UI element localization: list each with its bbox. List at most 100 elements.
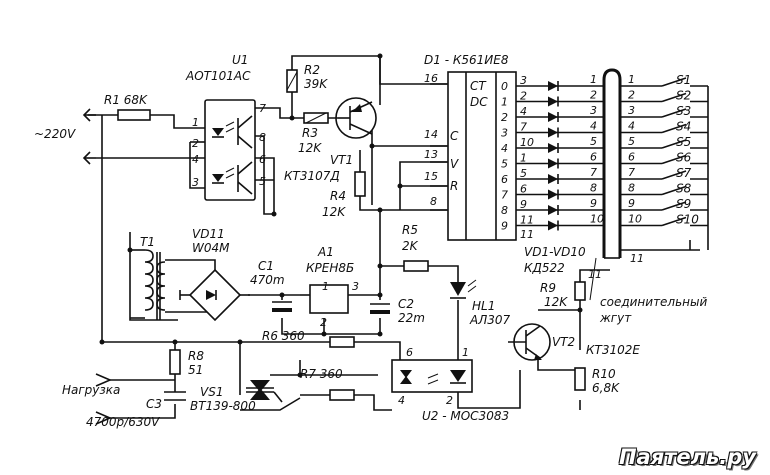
label-c3-val: 4700p/630V xyxy=(86,415,160,429)
capacitor-c2 xyxy=(370,303,390,314)
label-r9-ref: R9 xyxy=(540,281,556,295)
d1-out-6: 6 xyxy=(501,173,508,186)
resistor-r5 xyxy=(403,260,429,272)
u2-pin-2: 2 xyxy=(446,394,453,407)
u1-pin-3: 3 xyxy=(192,176,199,189)
harness-wire-10: 10 xyxy=(590,213,604,226)
resistor-r3 xyxy=(303,112,329,124)
label-r6: R6 360 xyxy=(262,329,305,343)
harness-wire-2: 2 xyxy=(590,89,597,102)
label-u2: U2 - МОС3083 xyxy=(422,409,509,423)
d1-out-pin-2: 4 xyxy=(520,105,527,118)
label-vt1-ref: VT1 xyxy=(330,153,353,167)
switch-wire-num-2: 2 xyxy=(628,89,635,102)
label-r8-ref: R8 xyxy=(188,349,204,363)
label-d1-v: V xyxy=(450,157,459,171)
label-d1-r: R xyxy=(450,179,458,193)
capacitor-c3 xyxy=(164,391,186,401)
label-r3-ref: R3 xyxy=(302,126,318,140)
label-c2-ref: C2 xyxy=(398,297,414,311)
switch-label-3: S3 xyxy=(676,104,691,118)
diode-2 xyxy=(548,96,558,107)
switch-wire-num-4: 4 xyxy=(628,120,635,133)
triac-vs1 xyxy=(246,380,283,403)
switch-wire-num-6: 6 xyxy=(628,151,635,164)
switch-label-1: S1 xyxy=(676,73,691,87)
label-r4-ref: R4 xyxy=(330,189,346,203)
u2-pin-1: 1 xyxy=(462,346,469,359)
label-harness-2: жгут xyxy=(599,311,632,325)
harness-wire-7: 7 xyxy=(590,166,597,179)
d1-out-5: 5 xyxy=(501,158,508,171)
label-vt1-type: КТ3107Д xyxy=(284,169,340,183)
a1-pin-1: 1 xyxy=(322,280,329,293)
switch-wire-num-1: 1 xyxy=(628,73,635,86)
diode-7 xyxy=(548,174,558,184)
switch-wire-num-5: 5 xyxy=(628,135,635,148)
resistor-r10 xyxy=(574,367,586,391)
d1-out-pin-5: 1 xyxy=(520,152,527,165)
component-labels: U1 АОТ101АС R1 68K R2 39K R3 12K VT1 КТ3… xyxy=(34,53,707,429)
label-a1-ref: A1 xyxy=(317,245,334,259)
label-a1-type: КРЕН8Б xyxy=(306,261,354,275)
u2-pin-6: 6 xyxy=(406,346,413,359)
label-c1-ref: C1 xyxy=(258,259,274,273)
label-vs1-ref: VS1 xyxy=(200,385,223,399)
diode-3 xyxy=(548,112,558,122)
switch-label-2: S2 xyxy=(676,89,691,103)
diode-10 xyxy=(548,220,558,231)
switch-label-7: S7 xyxy=(676,166,692,180)
d1-out-9: 9 xyxy=(501,220,508,233)
label-r8-val: 51 xyxy=(188,363,203,377)
switch-wire-num-9: 9 xyxy=(628,197,635,210)
label-harness-1: соединительный xyxy=(600,295,707,309)
label-mains: ~220V xyxy=(34,127,76,141)
d1-pin-8: 8 xyxy=(430,195,437,208)
label-r10-val: 6,8K xyxy=(592,381,620,395)
switch-label-6: S6 xyxy=(676,151,692,165)
resistor-r6 xyxy=(329,336,355,348)
d1-out-3: 3 xyxy=(501,127,508,140)
regulator-a1 xyxy=(309,284,349,314)
diode-8 xyxy=(548,189,558,200)
resistor-r2 xyxy=(286,69,298,93)
switch-lever-9 xyxy=(661,201,687,211)
transformer-t1 xyxy=(144,249,166,320)
switch-wire-num-3: 3 xyxy=(628,104,635,117)
switch-wire-num-7: 7 xyxy=(628,166,635,179)
diode-1 xyxy=(548,81,558,91)
d1-out-pin-6: 5 xyxy=(520,167,527,180)
d1-pin-15: 15 xyxy=(424,170,438,183)
d1-out-pin-11: 11 xyxy=(520,228,534,241)
label-hl1-type: АЛ307 xyxy=(469,313,511,327)
diode-9 xyxy=(548,205,558,215)
resistor-r9 xyxy=(574,281,586,301)
switch-lever-5 xyxy=(661,139,687,149)
label-d1-c: C xyxy=(450,129,459,143)
label-r2-val: 39K xyxy=(304,77,328,91)
d1-out-2: 2 xyxy=(501,111,508,124)
d1-out-pin-3: 7 xyxy=(520,121,527,134)
a1-pin-3: 3 xyxy=(352,280,359,293)
harness-wire-11: 11 xyxy=(588,268,602,281)
switch-wire-num-8: 8 xyxy=(628,182,635,195)
harness-wire-1: 1 xyxy=(590,73,597,86)
u1-pin-5: 5 xyxy=(259,175,266,188)
switch-lever-10 xyxy=(661,216,687,227)
pin-numbers: 1 2 4 3 7 8 6 5 16 14 13 15 8 1 3 2 6 1 … xyxy=(192,72,469,407)
d1-out-4: 4 xyxy=(501,142,508,155)
label-r10-ref: R10 xyxy=(592,367,616,381)
resistor-r4 xyxy=(354,171,366,197)
capacitor-c1 xyxy=(272,301,292,312)
label-r2-ref: R2 xyxy=(304,63,320,77)
harness xyxy=(589,68,700,301)
d1-out-8: 8 xyxy=(501,204,508,217)
label-r4-val: 12K xyxy=(322,205,346,219)
switch-lever-1 xyxy=(661,77,687,87)
u1-pin-1: 1 xyxy=(192,116,199,129)
d1-pin-14: 14 xyxy=(424,128,438,141)
harness-wire-3: 3 xyxy=(590,104,597,117)
label-vs1-type: ВТ139-800 xyxy=(190,399,256,413)
label-r5-ref: R5 xyxy=(402,223,418,237)
transistor-vt1 xyxy=(335,97,377,139)
